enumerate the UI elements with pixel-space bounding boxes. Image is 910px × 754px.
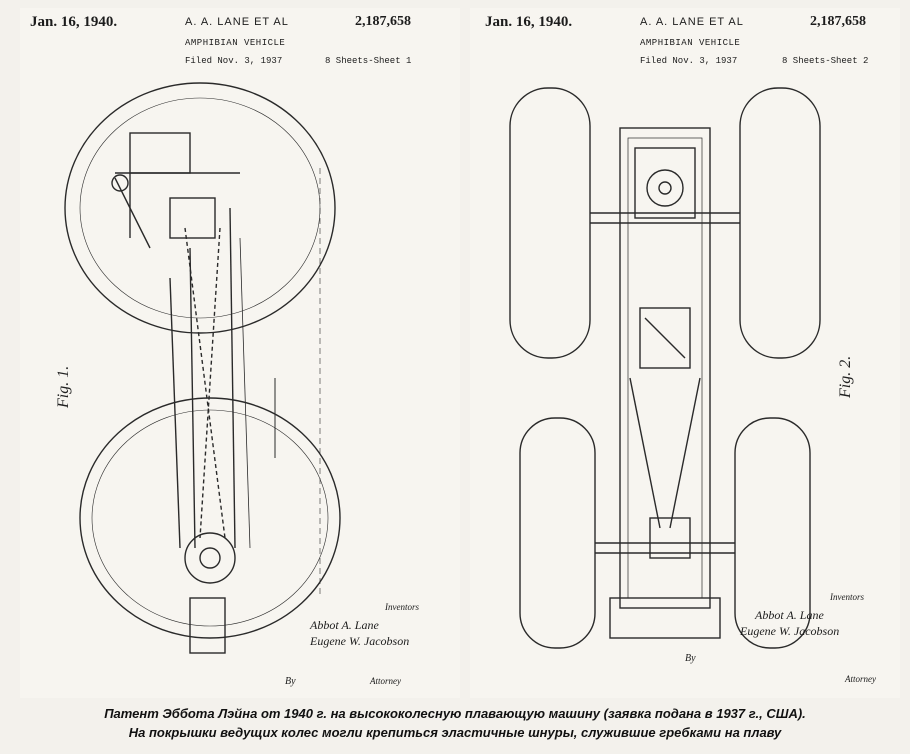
caption-line-1: Патент Эббота Лэйна от 1940 г. на высоко… <box>104 706 806 721</box>
sheet1-by: By <box>285 676 296 687</box>
sheet2-author: A. A. LANE ET AL <box>640 16 744 28</box>
sheet2-sheets: 8 Sheets-Sheet 2 <box>782 56 869 66</box>
sheet1-patent-number: 2,187,658 <box>355 14 411 29</box>
fig-2-label: Fig. 2. <box>837 356 854 399</box>
sheet2-attorney: Attorney <box>845 674 876 684</box>
side-view-drawing: Fig. 1. <box>55 82 341 654</box>
sheet1-date: Jan. 16, 1940. <box>30 14 118 30</box>
patent-sheet-1: Jan. 16, 1940. A. A. LANE ET AL 2,187,65… <box>20 8 460 698</box>
caption-line-2: На покрышки ведущих колес могли крепитьс… <box>128 725 782 740</box>
patent-sheet-2: Jan. 16, 1940. A. A. LANE ET AL 2,187,65… <box>470 8 900 698</box>
sheet2-date: Jan. 16, 1940. <box>485 14 573 30</box>
sheet1-inventor1: Abbot A. Lane <box>310 618 379 632</box>
sheet1-attorney: Attorney <box>370 676 401 686</box>
sheet2-inventor2: Eugene W. Jacobson <box>740 624 840 638</box>
sheet2-title: AMPHIBIAN VEHICLE <box>640 38 741 48</box>
sheet1-sheets: 8 Sheets-Sheet 1 <box>325 56 412 66</box>
top-view-drawing: Fig. 2. <box>509 87 854 649</box>
sheet1-title: AMPHIBIAN VEHICLE <box>185 38 286 48</box>
fig-1-label: Fig. 1. <box>55 366 72 409</box>
sheet2-patent-number: 2,187,658 <box>810 14 866 29</box>
caption: Патент Эббота Лэйна от 1940 г. на высоко… <box>0 704 910 754</box>
sheet1-filed: Filed Nov. 3, 1937 <box>185 56 283 66</box>
sheet1-inventor2: Eugene W. Jacobson <box>310 634 410 648</box>
sheet2-inventor1: Abbot A. Lane <box>755 608 824 622</box>
sheet2-inventors-label: Inventors <box>830 592 864 602</box>
sheet2-filed: Filed Nov. 3, 1937 <box>640 56 738 66</box>
sheet1-author: A. A. LANE ET AL <box>185 16 289 28</box>
sheet2-by: By <box>685 653 696 664</box>
sheet1-inventors-label: Inventors <box>385 602 419 612</box>
